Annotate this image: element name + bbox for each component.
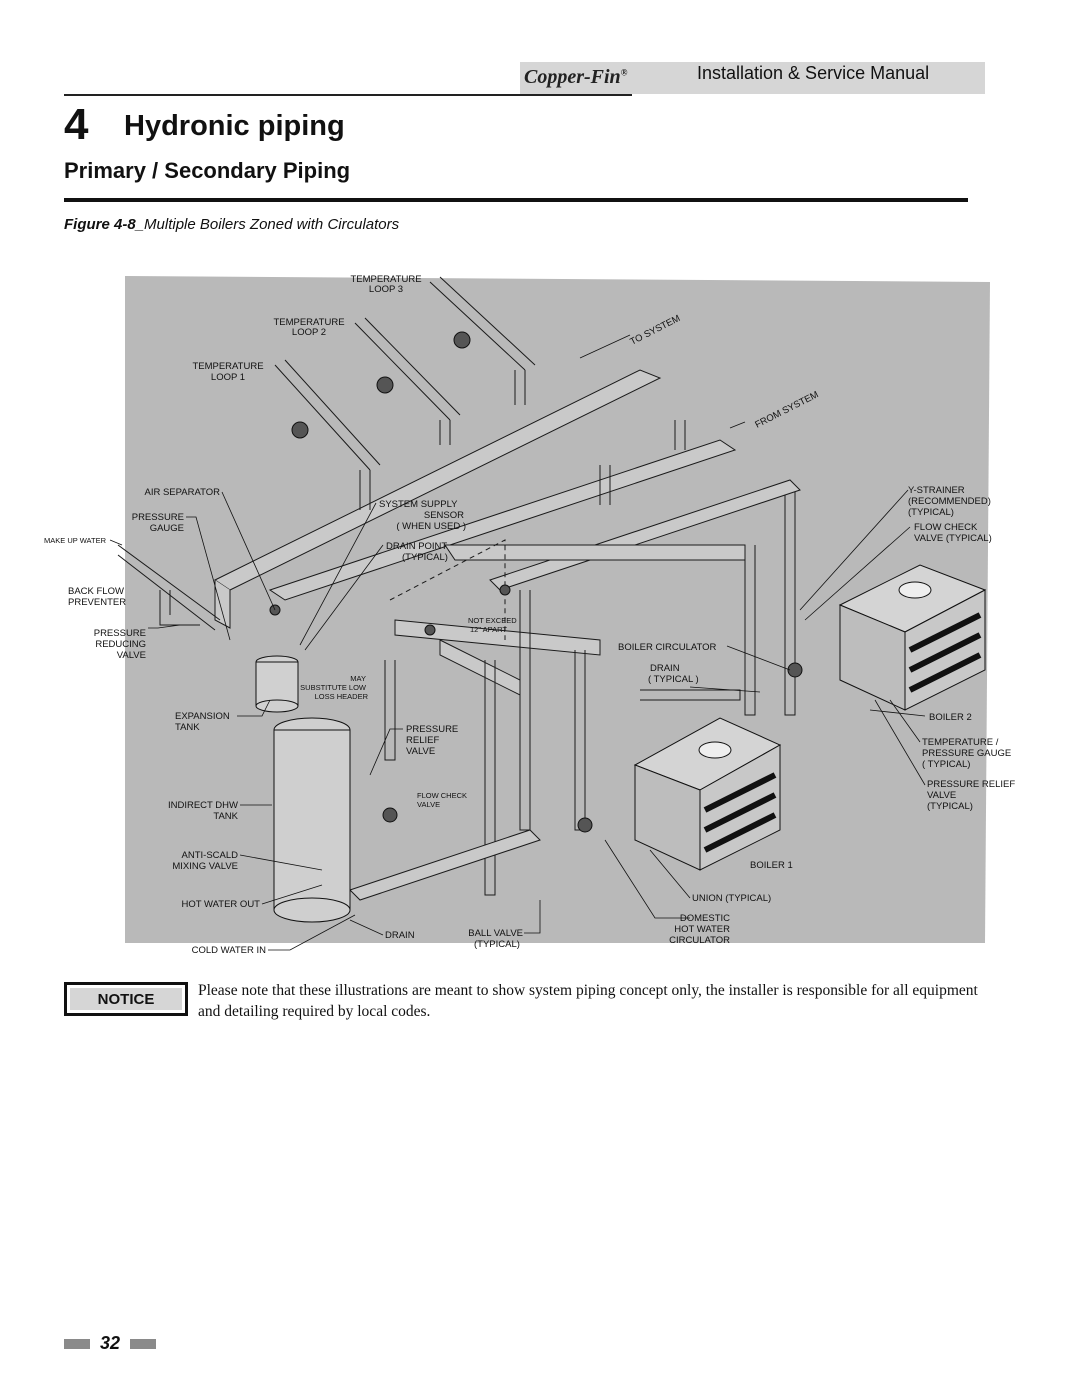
notice-badge: NOTICE — [64, 982, 188, 1016]
label-temp-loop1-l2: LOOP 1 — [211, 372, 245, 383]
label-temp-loop3-l2: LOOP 3 — [369, 284, 403, 295]
footer-bar-left — [64, 1338, 90, 1349]
subsection-title: Primary / Secondary Piping — [64, 158, 351, 183]
label-flow-check-typ-l1: FLOW CHECK — [914, 522, 978, 533]
label-back-flow-l2: PREVENTER — [68, 597, 126, 608]
label-prv2-l3: VALVE — [406, 746, 435, 757]
label-dhw-tank-l2: TANK — [213, 811, 238, 822]
label-tp-gauge-l3: ( TYPICAL) — [922, 759, 970, 770]
label-hot-water-out: HOT WATER OUT — [182, 899, 261, 910]
footer-bar-right — [130, 1338, 157, 1349]
label-prv2-l1: PRESSURE — [406, 724, 458, 735]
label-may-l1: MAY — [350, 674, 366, 683]
label-flow-check-typ-l2: VALVE (TYPICAL) — [914, 533, 992, 544]
piping-diagram: TEMPERATURE LOOP 3 TEMPERATURE LOOP 2 TE… — [0, 262, 1080, 962]
label-anti-scald-l2: MIXING VALVE — [172, 861, 238, 872]
page-number: 32 — [100, 1333, 121, 1353]
label-temp-loop1-l1: TEMPERATURE — [192, 361, 263, 372]
label-expansion-tank-l1: EXPANSION — [175, 711, 230, 722]
label-tp-gauge-l1: TEMPERATURE / — [922, 737, 999, 748]
label-pressure-gauge-l1: PRESSURE — [132, 512, 184, 523]
label-drain-point-l1: DRAIN POINT — [386, 541, 447, 552]
label-prv-typ-l1: PRESSURE RELIEF — [927, 779, 1015, 790]
label-make-up-water: MAKE UP WATER — [44, 536, 107, 545]
label-boiler2: BOILER 2 — [929, 712, 972, 723]
section-number: 4 — [64, 100, 89, 149]
label-dhw-tank-l1: INDIRECT DHW — [168, 800, 238, 811]
page-footer: 32 — [64, 1333, 157, 1354]
label-y-strainer-l2: (RECOMMENDED) — [908, 496, 991, 507]
notice-text: Please note that these illustrations are… — [198, 982, 978, 1020]
header-rule — [64, 94, 632, 96]
label-dhw-circ-l2: HOT WATER — [674, 924, 730, 935]
notice-label: NOTICE — [70, 988, 182, 1010]
label-temp-loop2-l1: TEMPERATURE — [273, 317, 344, 328]
label-not-exceed-l1: NOT EXCEED — [468, 616, 517, 625]
label-air-separator: AIR SEPARATOR — [145, 487, 221, 498]
label-prv-typ-l3: (TYPICAL) — [927, 801, 973, 812]
label-dhw-circ-l1: DOMESTIC — [680, 913, 730, 924]
label-anti-scald-l1: ANTI-SCALD — [182, 850, 239, 861]
section-title: Hydronic piping — [124, 110, 345, 142]
label-drain-point-l2: (TYPICAL) — [402, 552, 448, 563]
label-prv-l3: VALVE — [117, 650, 146, 661]
label-tp-gauge-l2: PRESSURE GAUGE — [922, 748, 1011, 759]
label-supply-sensor-l1: SYSTEM SUPPLY — [379, 499, 458, 510]
figure-caption: Figure 4-8_Multiple Boilers Zoned with C… — [64, 216, 400, 233]
label-flow-check-l1: FLOW CHECK — [417, 791, 467, 800]
label-drain: DRAIN — [385, 930, 415, 941]
label-may-l3: LOSS HEADER — [315, 692, 369, 701]
label-temp-loop2-l2: LOOP 2 — [292, 327, 326, 338]
label-temp-loop3-l1: TEMPERATURE — [350, 274, 421, 285]
label-boiler1: BOILER 1 — [750, 860, 793, 871]
label-expansion-tank-l2: TANK — [175, 722, 200, 733]
title-rule — [64, 198, 968, 202]
label-supply-sensor-l2: SENSOR — [424, 510, 464, 521]
label-prv2-l2: RELIEF — [406, 735, 439, 746]
label-boiler-circulator: BOILER CIRCULATOR — [618, 642, 717, 653]
header-bar — [520, 62, 985, 94]
label-prv-typ-l2: VALVE — [927, 790, 956, 801]
label-not-exceed-l2: 12" APART — [470, 625, 507, 634]
label-back-flow-l1: BACK FLOW — [68, 586, 124, 597]
label-y-strainer-l3: (TYPICAL) — [908, 507, 954, 518]
label-prv-l1: PRESSURE — [94, 628, 146, 639]
manual-title: Installation & Service Manual — [697, 63, 930, 83]
label-flow-check-l2: VALVE — [417, 800, 440, 809]
label-cold-water-in: COLD WATER IN — [192, 945, 267, 956]
label-y-strainer-l1: Y-STRAINER — [908, 485, 965, 496]
label-ball-valve-l2: (TYPICAL) — [474, 939, 520, 950]
label-ball-valve-l1: BALL VALVE — [468, 928, 523, 939]
label-drain-typ-l1: DRAIN — [650, 663, 680, 674]
label-pressure-gauge-l2: GAUGE — [150, 523, 184, 534]
label-drain-typ-l2: ( TYPICAL ) — [648, 674, 699, 685]
label-supply-sensor-l3: ( WHEN USED ) — [396, 521, 466, 532]
brand-logo: Copper-Fin® — [524, 66, 628, 88]
label-dhw-circ-l3: CIRCULATOR — [669, 935, 730, 946]
label-union: UNION (TYPICAL) — [692, 893, 771, 904]
label-prv-l2: REDUCING — [95, 639, 146, 650]
label-may-l2: SUBSTITUTE LOW — [300, 683, 367, 692]
